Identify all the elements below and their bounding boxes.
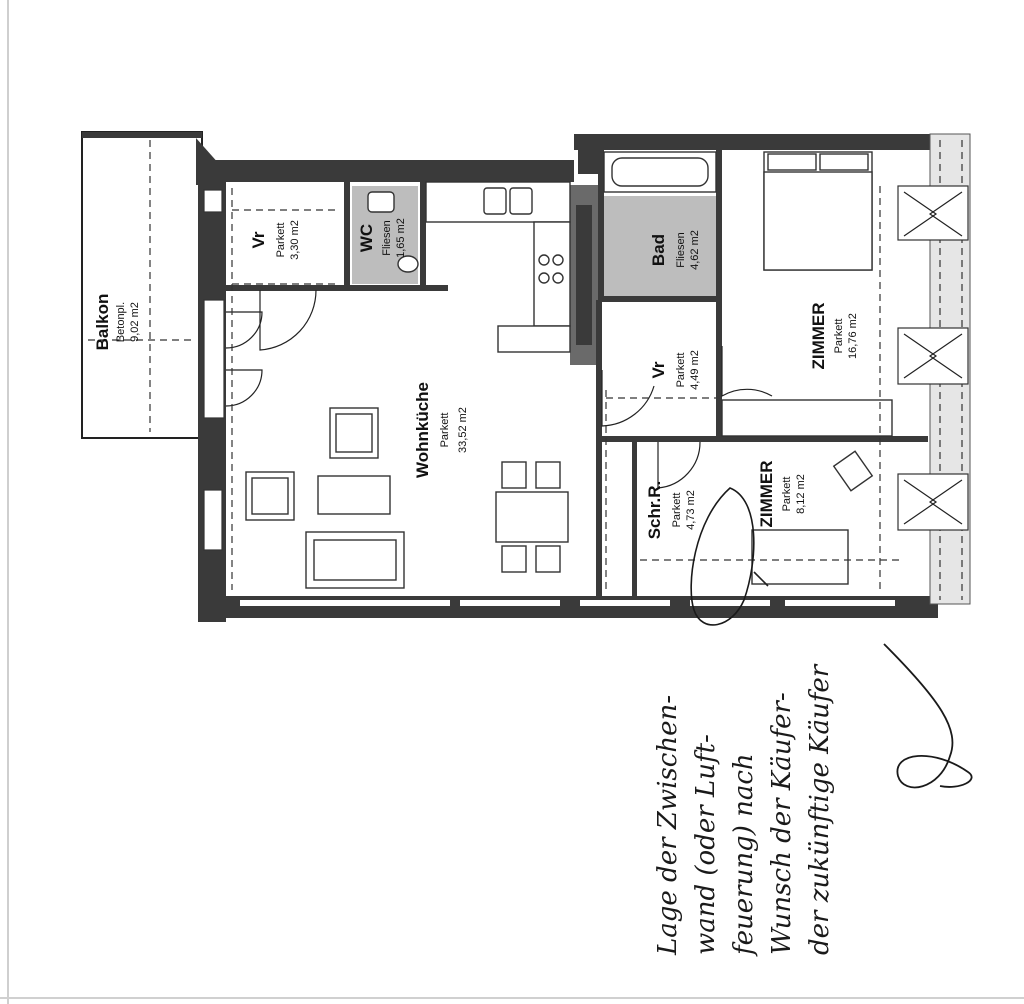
room-label-wohnkueche: Wohnküche Parkett 33,52 m2 (413, 382, 469, 478)
handwritten-circle (690, 487, 755, 626)
structure-dash-lines (231, 186, 900, 590)
schrank-area: 4,73 m2 (685, 490, 697, 530)
schrank-floor: Parkett (671, 493, 683, 528)
wc-toilet (367, 191, 419, 273)
balkon-name: Balkon (93, 294, 112, 351)
wohnkueche-area: 33,52 m2 (457, 407, 469, 453)
wc-area: 1,65 m2 (395, 218, 407, 258)
wohnkueche-floor: Parkett (439, 413, 451, 448)
dining-table (495, 461, 569, 573)
zimmer-big-area: 16,76 m2 (847, 313, 859, 359)
vr-hall-area: 4,49 m2 (689, 350, 701, 390)
room-label-vr-small: Vr Parkett 3,30 m2 (249, 220, 301, 260)
double-bed (763, 151, 873, 271)
vr-hall-floor: Parkett (675, 353, 687, 388)
signature-flourish (883, 643, 973, 789)
note-line-5: der zukünftige Käufer (805, 663, 835, 955)
small-room-furniture (751, 450, 874, 587)
balkon-floor: Betonpl. (115, 302, 127, 342)
room-label-zimmer-big: ZIMMER Parkett 16,76 m2 (809, 302, 859, 369)
zimmer-small-floor: Parkett (781, 477, 793, 512)
bathtub (603, 151, 717, 193)
bad-name: Bad (649, 234, 668, 266)
vr-hall-name: Vr (649, 361, 668, 378)
right-windows (897, 185, 969, 531)
vr-small-name: Vr (249, 231, 268, 248)
living-furniture (245, 407, 405, 589)
room-label-zimmer-small: ZIMMER Parkett 8,12 m2 (757, 460, 807, 527)
vr-small-floor: Parkett (275, 223, 287, 258)
kitchen-counter (425, 181, 571, 353)
door-swings (225, 289, 773, 489)
room-label-vr-hall: Vr Parkett 4,49 m2 (649, 350, 701, 390)
balcony-area (81, 131, 220, 439)
room-label-balkon: Balkon Betonpl. 9,02 m2 (93, 294, 141, 351)
note-line-3: feuerung) nach (729, 753, 759, 957)
wc-floor: Fliesen (381, 220, 393, 255)
zimmer-big-name: ZIMMER (809, 302, 828, 369)
zimmer-big-floor: Parkett (833, 319, 845, 354)
room-label-bad: Bad Fliesen 4,62 m2 (649, 230, 701, 270)
schrank-name: Schr.R. (645, 481, 664, 540)
wc-name: WC (357, 224, 376, 252)
zimmer-small-name: ZIMMER (757, 460, 776, 527)
bath-tiles (604, 196, 716, 296)
handwritten-note: Lage der Zwischen- wand (oder Luft- feue… (653, 663, 835, 957)
wohnkueche-name: Wohnküche (413, 382, 432, 478)
note-line-1: Lage der Zwischen- (653, 695, 683, 956)
note-line-2: wand (oder Luft- (691, 734, 721, 955)
note-line-4: Wunsch der Käufer- (767, 692, 797, 955)
bad-floor: Fliesen (675, 232, 687, 267)
vr-small-area: 3,30 m2 (289, 220, 301, 260)
interior-walls (226, 150, 928, 600)
bad-area: 4,62 m2 (689, 230, 701, 270)
room-label-schrank: Schr.R. Parkett 4,73 m2 (645, 481, 697, 540)
balkon-area: 9,02 m2 (129, 302, 141, 342)
zimmer-small-area: 8,12 m2 (795, 474, 807, 514)
room-label-wc: WC Fliesen 1,65 m2 (357, 218, 407, 258)
